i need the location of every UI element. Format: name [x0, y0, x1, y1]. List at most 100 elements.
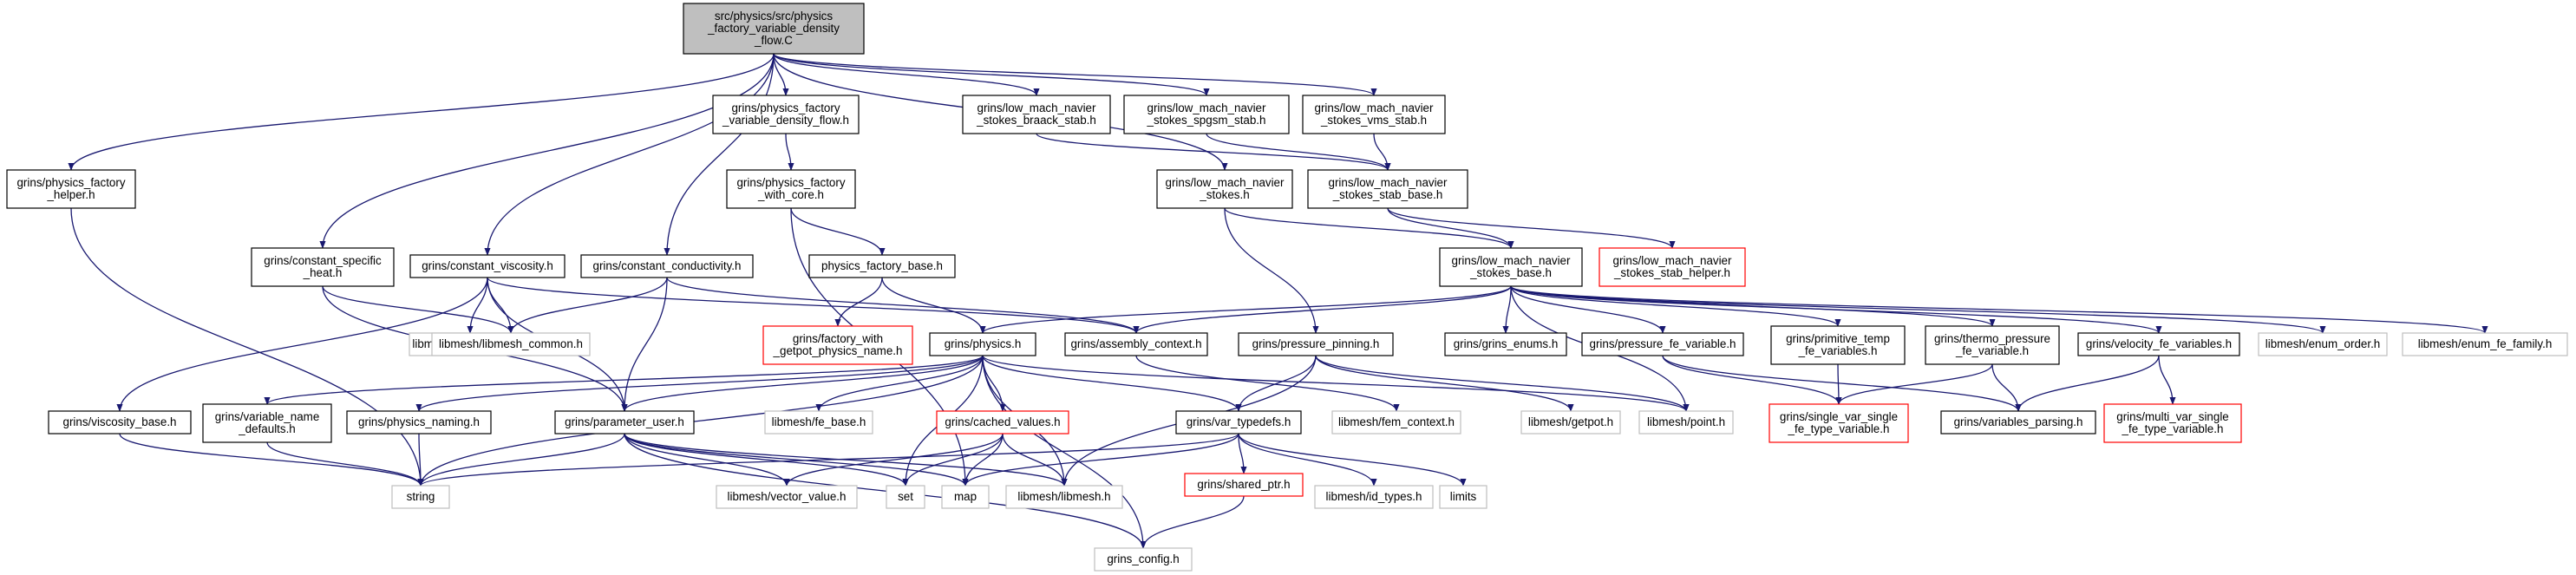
node-fe-base[interactable]: libmesh/fe_base.h [764, 410, 873, 435]
node-const-cond[interactable]: grins/constant_conductivity.h [580, 254, 754, 278]
node-pressure-pinning[interactable]: grins/pressure_pinning.h [1238, 332, 1394, 356]
node-var-name-defaults[interactable]: grins/variable_name_defaults.h [202, 403, 332, 443]
node-label-line: _getpot_physics_name.h [773, 344, 903, 357]
edge-root-to-lmns_spgsm [773, 53, 1210, 96]
node-vector-value[interactable]: libmesh/vector_value.h [716, 485, 858, 509]
node-enum-fe-family[interactable]: libmesh/enum_fe_family.h [2402, 332, 2568, 356]
node-lmns[interactable]: grins/low_mach_navier_stokes.h [1156, 169, 1293, 209]
node-grins-enums[interactable]: grins/grins_enums.h [1444, 332, 1567, 356]
edge-lmns_spgsm-to-lmns_stab_base [1206, 133, 1391, 171]
node-label-line: _helper.h [46, 188, 95, 201]
node-lmns-base[interactable]: grins/low_mach_navier_stokes_base.h [1439, 247, 1583, 287]
node-box [716, 485, 858, 509]
node-map[interactable]: map [941, 485, 990, 509]
node-label-line: set [898, 490, 913, 503]
node-lmns-vms[interactable]: grins/low_mach_navier_stokes_vms_stab.h [1302, 95, 1446, 134]
node-var-typedefs[interactable]: grins/var_typedefs.h [1175, 410, 1302, 435]
edge-cached_values-to-libmesh [1002, 433, 1068, 487]
node-label-line: _defaults.h [238, 422, 296, 435]
node-pf-helper[interactable]: grins/physics_factory_helper.h [6, 169, 136, 209]
edge-var_name_defaults-to-string [266, 441, 424, 487]
edge-param_user-to-vector_value [624, 433, 790, 487]
node-box [936, 410, 1069, 435]
node-lmns-stab-helper[interactable]: grins/low_mach_navier_stokes_stab_helper… [1599, 247, 1746, 287]
edge-velocity_fe-to-vars_parsing [2015, 355, 2160, 412]
edge-pf_base-to-factory_getpot [834, 277, 883, 327]
node-label-line: grins/variables_parsing.h [1954, 415, 2083, 428]
node-multi-var[interactable]: grins/multi_var_single_fe_type_variable.… [2103, 403, 2242, 443]
node-box [1925, 325, 2060, 365]
node-box [764, 410, 873, 435]
node-label-line: src/physics/src/physics [715, 10, 833, 23]
node-label-line: _flow.C [754, 34, 793, 47]
node-label-line: string [407, 490, 435, 503]
node-label-line: libmesh/enum_fe_family.h [2418, 337, 2553, 350]
node-grins-config[interactable]: grins_config.h [1094, 547, 1193, 572]
node-fem-context[interactable]: libmesh/fem_context.h [1331, 410, 1461, 435]
edge-const_spec_heat-to-libmesh_common [322, 285, 514, 334]
edge-const_visc-to-fem_system [467, 277, 488, 334]
node-pf-vdf[interactable]: grins/physics_factory_variable_density_f… [712, 95, 860, 134]
edge-physics-to-point [982, 355, 1690, 412]
edge-physics-to-param_user [621, 355, 984, 412]
node-libmesh-common[interactable]: libmesh/libmesh_common.h [431, 332, 591, 356]
edge-lmns_stab_base-to-lmns_stab_helper [1387, 207, 1676, 249]
node-box [431, 332, 591, 356]
node-thermo-press[interactable]: grins/thermo_pressure_fe_variable.h [1925, 325, 2060, 365]
node-set[interactable]: set [886, 485, 925, 509]
node-string[interactable]: string [391, 485, 450, 509]
node-prim-temp[interactable]: grins/primitive_temp_fe_variables.h [1770, 325, 1906, 365]
node-enum-order[interactable]: libmesh/enum_order.h [2258, 332, 2388, 356]
node-assembly-ctx[interactable]: grins/assembly_context.h [1064, 332, 1208, 356]
node-param-user[interactable]: grins/parameter_user.h [554, 410, 695, 435]
node-lmns-stab-base[interactable]: grins/low_mach_navier_stokes_stab_base.h [1307, 169, 1468, 209]
node-label-line: _with_core.h [757, 188, 824, 201]
node-libmesh[interactable]: libmesh/libmesh.h [1005, 485, 1123, 509]
node-label-line: grins/thermo_pressure [1934, 332, 2050, 345]
node-label-line: _stokes_vms_stab.h [1320, 114, 1427, 127]
node-pf-base[interactable]: physics_factory_base.h [808, 254, 956, 278]
node-getpot[interactable]: libmesh/getpot.h [1520, 410, 1621, 435]
edge-physics-to-var_name_defaults [264, 355, 984, 405]
node-point[interactable]: libmesh/point.h [1638, 410, 1734, 435]
node-label-line: _variable_density_flow.h [722, 114, 849, 127]
node-pressure-fe[interactable]: grins/pressure_fe_variable.h [1581, 332, 1744, 356]
node-factory-getpot[interactable]: grins/factory_with_getpot_physics_name.h [762, 325, 913, 365]
node-label-line: libmesh/vector_value.h [728, 490, 847, 503]
node-single-var[interactable]: grins/single_var_single_fe_type_variable… [1769, 403, 1909, 443]
edge-lmns_base-to-velocity_fe [1510, 285, 2162, 334]
node-shared-ptr[interactable]: grins/shared_ptr.h [1184, 473, 1304, 497]
node-label-line: grins/grins_enums.h [1454, 337, 1559, 350]
node-label-line: libmesh/fe_base.h [772, 415, 866, 428]
node-lmns-braack[interactable]: grins/low_mach_navier_stokes_braack_stab… [962, 95, 1111, 134]
edge-const_visc-to-viscosity_base [116, 277, 488, 412]
node-physics-naming[interactable]: grins/physics_naming.h [346, 410, 492, 435]
node-label-line: grins/multi_var_single [2116, 410, 2229, 423]
edge-pressure_pinning-to-point [1315, 355, 1690, 412]
node-pf-core[interactable]: grins/physics_factory_with_core.h [726, 169, 856, 209]
edge-lmns_base-to-enum_order [1510, 285, 2326, 334]
node-lmns-spgsm[interactable]: grins/low_mach_navier_stokes_spgsm_stab.… [1123, 95, 1290, 134]
node-box [1123, 95, 1290, 134]
node-label-line: libmesh/id_types.h [1326, 490, 1422, 503]
node-physics[interactable]: grins/physics.h [929, 332, 1036, 356]
node-id-types[interactable]: libmesh/id_types.h [1314, 485, 1434, 509]
node-label-line: grins_config.h [1107, 552, 1179, 565]
node-viscosity-base[interactable]: grins/viscosity_base.h [48, 410, 192, 435]
node-box [409, 254, 566, 278]
node-box [6, 169, 136, 209]
node-velocity-fe[interactable]: grins/velocity_fe_variables.h [2077, 332, 2240, 356]
node-const-visc[interactable]: grins/constant_viscosity.h [409, 254, 566, 278]
node-label-line: _fe_variables.h [1798, 344, 1878, 357]
node-cached-values[interactable]: grins/cached_values.h [936, 410, 1069, 435]
edge-lmns_base-to-grins_enums [1502, 285, 1512, 334]
node-limits[interactable]: limits [1439, 485, 1487, 509]
node-box [580, 254, 754, 278]
node-label-line: grins/low_mach_navier [1452, 254, 1571, 267]
node-box [554, 410, 695, 435]
node-vars-parsing[interactable]: grins/variables_parsing.h [1940, 410, 2096, 435]
node-box [391, 485, 450, 509]
edge-thermo_press-to-vars_parsing [1991, 363, 2022, 412]
node-const-spec-heat[interactable]: grins/constant_specific_heat.h [251, 247, 395, 287]
node-label-line: grins/constant_viscosity.h [422, 259, 553, 272]
